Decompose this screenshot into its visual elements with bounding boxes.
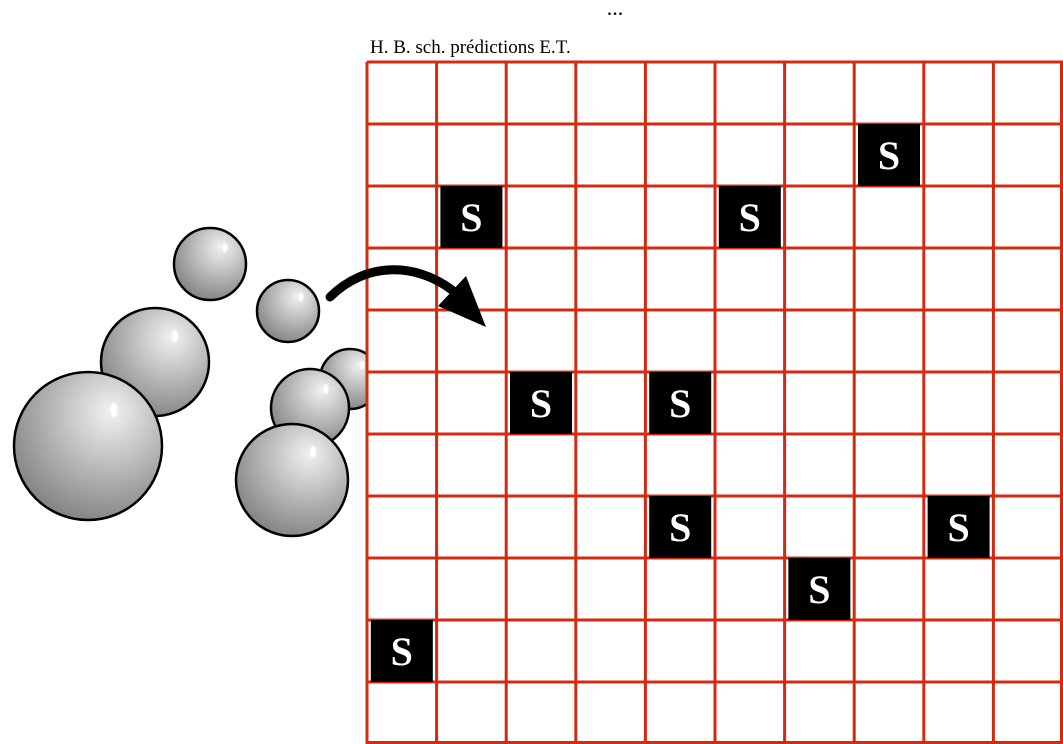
marker-label: S [808,567,830,612]
grid-marker-s: S [510,372,572,434]
marker-box [440,186,503,248]
marker-box [649,372,712,434]
curved-arrow-icon [325,265,486,327]
sphere [255,278,321,344]
marker-label: S [669,381,691,426]
grid-marker-s: S [440,186,503,248]
marker-box [649,496,712,558]
sphere-cluster [12,226,382,538]
grid-marker-s: S [718,186,781,248]
marker-label: S [460,195,482,240]
grid-marker-s: S [788,558,851,620]
ellipsis-text: ... [607,0,624,20]
marker-label: S [947,505,969,550]
marker-box [718,186,781,248]
grid-marker-s: S [858,124,920,186]
grid-marker-s: S [649,372,712,434]
marker-box [858,124,920,186]
marker-label: S [530,381,552,426]
marker-label: S [391,629,413,674]
grid-markers: S S S S S S S S S [370,124,990,682]
marker-label: S [739,195,761,240]
grid-marker-s: S [927,496,990,558]
grid-marker-s: S [370,620,433,682]
marker-label: S [878,133,900,178]
marker-box [788,558,851,620]
grid: S S S S S S S S S [365,60,1063,744]
grid-marker-s: S [649,496,712,558]
marker-box [510,372,572,434]
sphere [172,226,248,302]
marker-label: S [669,505,691,550]
marker-box [370,620,433,682]
marker-box [927,496,990,558]
sphere [234,422,350,538]
sphere [12,370,164,522]
grid-caption: H. B. sch. prédictions E.T. [370,37,571,58]
